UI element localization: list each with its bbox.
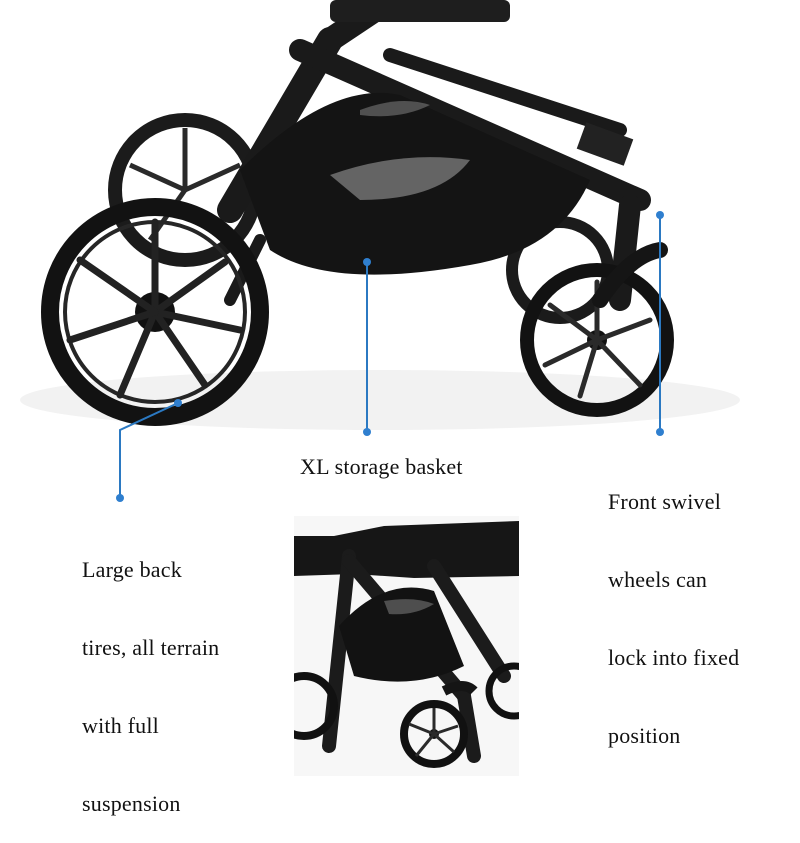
tires-label-line: tires, all terrain bbox=[82, 635, 220, 660]
front-label-line: wheels can bbox=[608, 567, 708, 592]
front-label-line: position bbox=[608, 723, 681, 748]
basket-label: XL storage basket bbox=[300, 454, 463, 479]
stroller-photo bbox=[20, 0, 740, 502]
storage-basket bbox=[240, 92, 590, 275]
tires-label-line: Large back bbox=[82, 557, 182, 582]
brake-pedal bbox=[576, 122, 634, 166]
seat-bottom bbox=[330, 0, 510, 22]
large-back-tire bbox=[41, 198, 269, 426]
tires-label-line: with full bbox=[82, 713, 159, 738]
callout-tires bbox=[116, 399, 182, 502]
front-label-line: Front swivel bbox=[608, 489, 722, 514]
front-wheels-label: Front swivel wheels can lock into fixed … bbox=[608, 437, 739, 775]
front-label-line: lock into fixed bbox=[608, 645, 740, 670]
front-swivel-wheel bbox=[520, 242, 674, 417]
inset-photo bbox=[294, 516, 519, 776]
callout-basket bbox=[363, 258, 371, 436]
tires-label: Large back tires, all terrain with full … bbox=[82, 505, 219, 843]
tires-label-line: suspension bbox=[82, 791, 181, 816]
callout-front bbox=[656, 211, 664, 436]
